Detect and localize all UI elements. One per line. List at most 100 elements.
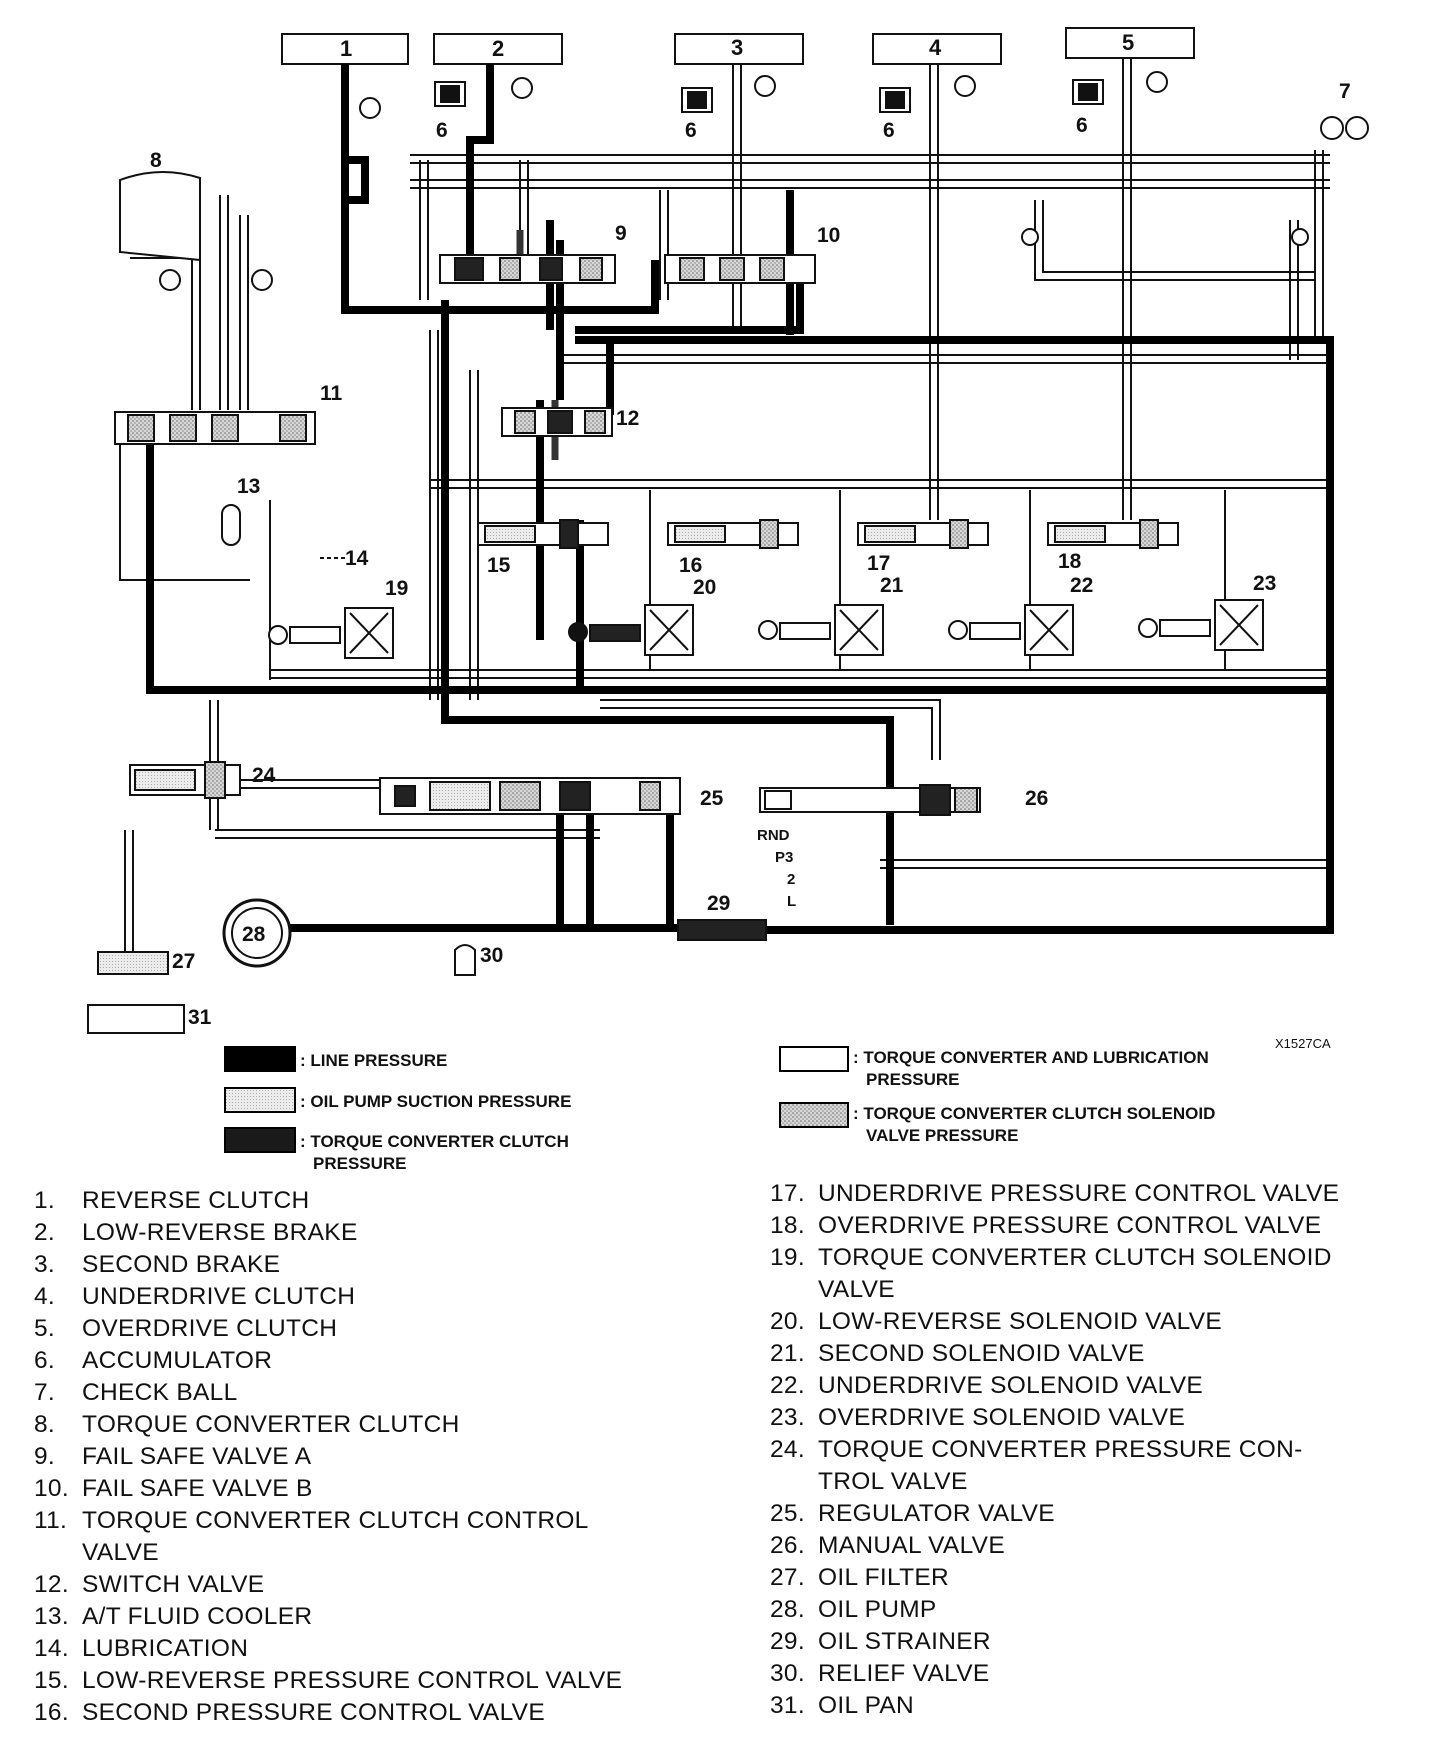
manual-valve-callout: 26 [1025,787,1048,810]
key-number: 20. [770,1308,805,1335]
component-box-2-label: 2 [492,36,504,61]
fail-safe-valve-b [664,254,816,284]
legend-solenoid-line1: : TORQUE CONVERTER CLUTCH SOLENOID [853,1104,1215,1123]
component-box-3 [674,33,804,65]
key-number: 16. [34,1699,69,1726]
accumulator-icon [681,87,713,113]
key-text: A/T FLUID COOLER [82,1603,313,1630]
key-text: LOW-REVERSE PRESSURE CONTROL VALVE [82,1667,623,1694]
key-text: VALVE [82,1539,159,1566]
oil-strainer-callout: 29 [707,892,730,915]
overdrive-solenoid [1138,599,1264,651]
key-item: 23.OVERDRIVE SOLENOID VALVE [770,1402,1339,1434]
key-number: 25. [770,1500,805,1527]
key-number: 27. [770,1564,805,1591]
key-text: RELIEF VALVE [818,1660,990,1687]
key-number: 8. [34,1411,56,1438]
accumulator-icon [879,87,911,113]
regulator-valve [379,777,681,815]
tcc-control-valve-callout: 11 [320,382,343,405]
legend-swatch-line-pressure [224,1046,296,1072]
solenoid-callout-20: 20 [693,576,716,599]
key-text: SECOND PRESSURE CONTROL VALVE [82,1699,545,1726]
key-text: TORQUE CONVERTER CLUTCH CONTROL [82,1507,589,1534]
manual-position-row2: P3 [775,849,793,866]
key-number: 31. [770,1692,805,1719]
solenoid-valves [268,599,1264,659]
key-number: 10. [34,1475,69,1502]
oil-strainer-icon [677,919,767,941]
legend-swatch-tcc-pressure [224,1127,296,1153]
key-item: 7.CHECK BALL [34,1377,622,1409]
key-right-column: 17.UNDERDRIVE PRESSURE CONTROL VALVE 18.… [770,1178,1339,1722]
key-text: LOW-REVERSE BRAKE [82,1219,358,1246]
accumulators [434,79,1104,113]
line-pressure-paths [146,64,1334,934]
manual-position-row1: RND [757,827,790,844]
component-box-5-label: 5 [1122,30,1134,55]
key-text: OVERDRIVE PRESSURE CONTROL VALVE [818,1212,1322,1239]
key-item: 13. A/T FLUID COOLER [34,1601,622,1633]
key-text: SECOND SOLENOID VALVE [818,1340,1145,1367]
key-item: 22.UNDERDRIVE SOLENOID VALVE [770,1370,1339,1402]
tcc-control-valve [114,411,316,445]
lubrication-callout: 14 [345,547,369,570]
check-ball-icon [1345,116,1369,140]
key-text: SECOND BRAKE [82,1251,281,1278]
key-item: TROL VALVE [770,1466,1339,1498]
pcv-callout-16: 16 [679,554,702,577]
legend-lube-line1: : TORQUE CONVERTER AND LUBRICATION [853,1048,1209,1067]
key-number: 29. [770,1628,805,1655]
accumulator-callout: 6 [436,119,448,142]
key-number: 19. [770,1244,805,1271]
key-text: LOW-REVERSE SOLENOID VALVE [818,1308,1222,1335]
key-number: 4. [34,1283,56,1310]
key-text: OIL STRAINER [818,1628,991,1655]
key-item: 6.ACCUMULATOR [34,1345,622,1377]
key-text: SWITCH VALVE [82,1571,265,1598]
key-number: 14. [34,1635,69,1662]
oil-pan-icon [87,1004,185,1034]
fail-safe-valve-b-callout: 10 [817,224,840,247]
key-text: VALVE [818,1276,895,1303]
key-number: 22. [770,1372,805,1399]
key-item: 12.SWITCH VALVE [34,1569,622,1601]
hydraulic-circuit-diagram: 1 2 3 4 5 [87,27,1369,1173]
manual-valve [759,784,981,816]
legend-swatch-suction [224,1087,296,1113]
second-solenoid [758,604,884,656]
key-text: MANUAL VALVE [818,1532,1005,1559]
check-ball-callout: 7 [1339,80,1351,103]
key-text: ACCUMULATOR [82,1347,273,1374]
tc-pressure-control-valve [129,761,241,799]
component-box-1-label: 1 [340,36,352,61]
pcv-callout-15: 15 [487,554,511,577]
key-text: CHECK BALL [82,1379,238,1406]
key-item: VALVE [770,1274,1339,1306]
accumulator-callout: 6 [1076,114,1088,137]
key-item: 19.TORQUE CONVERTER CLUTCH SOLENOID [770,1242,1339,1274]
key-number: 13. [34,1603,69,1630]
legend-swatch-solenoid [779,1102,849,1128]
key-item: 14. LUBRICATION [34,1633,622,1665]
pcv-callout-18: 18 [1058,550,1082,573]
key-text: TROL VALVE [818,1468,968,1495]
tc-pressure-control-callout: 24 [252,764,276,787]
check-ball-icon [1021,228,1039,246]
key-left-column: 1.REVERSE CLUTCH 2.LOW-REVERSE BRAKE 3.S… [34,1185,622,1729]
pressure-control-valves [477,519,1179,549]
key-number: 15. [34,1667,69,1694]
key-number [770,1274,818,1306]
oil-filter-callout: 27 [172,950,195,973]
key-text: UNDERDRIVE CLUTCH [82,1283,356,1310]
key-item: 8.TORQUE CONVERTER CLUTCH [34,1409,622,1441]
component-box-3-label: 3 [731,35,743,60]
key-text: FAIL SAFE VALVE A [82,1443,312,1470]
key-number: 30. [770,1660,805,1687]
top-component-boxes: 1 2 3 4 5 [281,27,1195,65]
key-text: LUBRICATION [82,1635,249,1662]
key-number: 9. [34,1443,56,1470]
switch-valve [501,407,613,437]
key-number: 11. [34,1507,68,1534]
key-number: 18. [770,1212,805,1239]
